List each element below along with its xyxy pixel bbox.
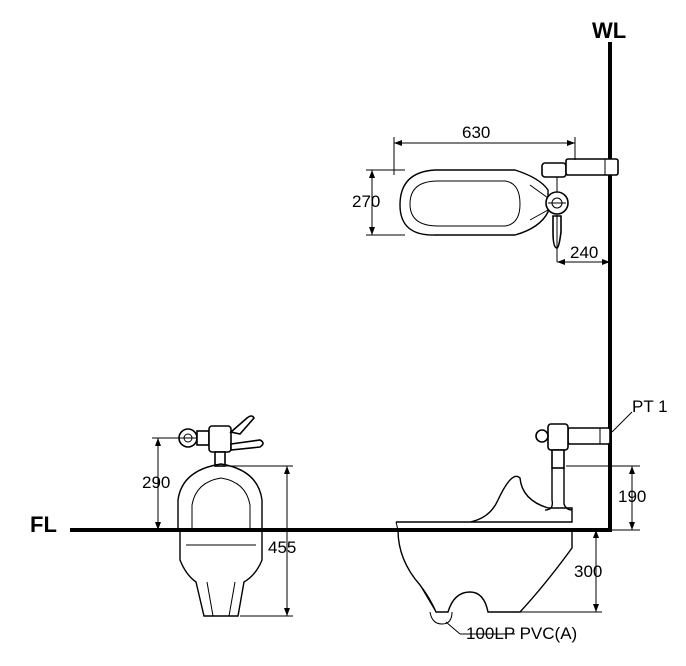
dim-bowl-depth: 455 bbox=[268, 538, 296, 557]
side-elevation: 190 300 PT 1 100LP PVC(A) bbox=[395, 397, 668, 643]
dim-bowl-width: 270 bbox=[352, 192, 380, 211]
pipe-tag-label: PT 1 bbox=[632, 397, 668, 416]
dim-valve-offset: 240 bbox=[570, 243, 598, 262]
dim-side-valve-height: 190 bbox=[618, 487, 646, 506]
front-elevation: 290 455 bbox=[142, 415, 296, 617]
dim-front-valve-height: 290 bbox=[142, 473, 170, 492]
drain-label: 100LP PVC(A) bbox=[466, 624, 577, 643]
floor-label: FL bbox=[30, 512, 57, 537]
dim-drain-depth: 300 bbox=[574, 562, 602, 581]
dim-bowl-length: 630 bbox=[462, 123, 490, 142]
plan-view: 630 270 240 bbox=[352, 123, 619, 265]
wall-label: WL bbox=[592, 18, 626, 43]
